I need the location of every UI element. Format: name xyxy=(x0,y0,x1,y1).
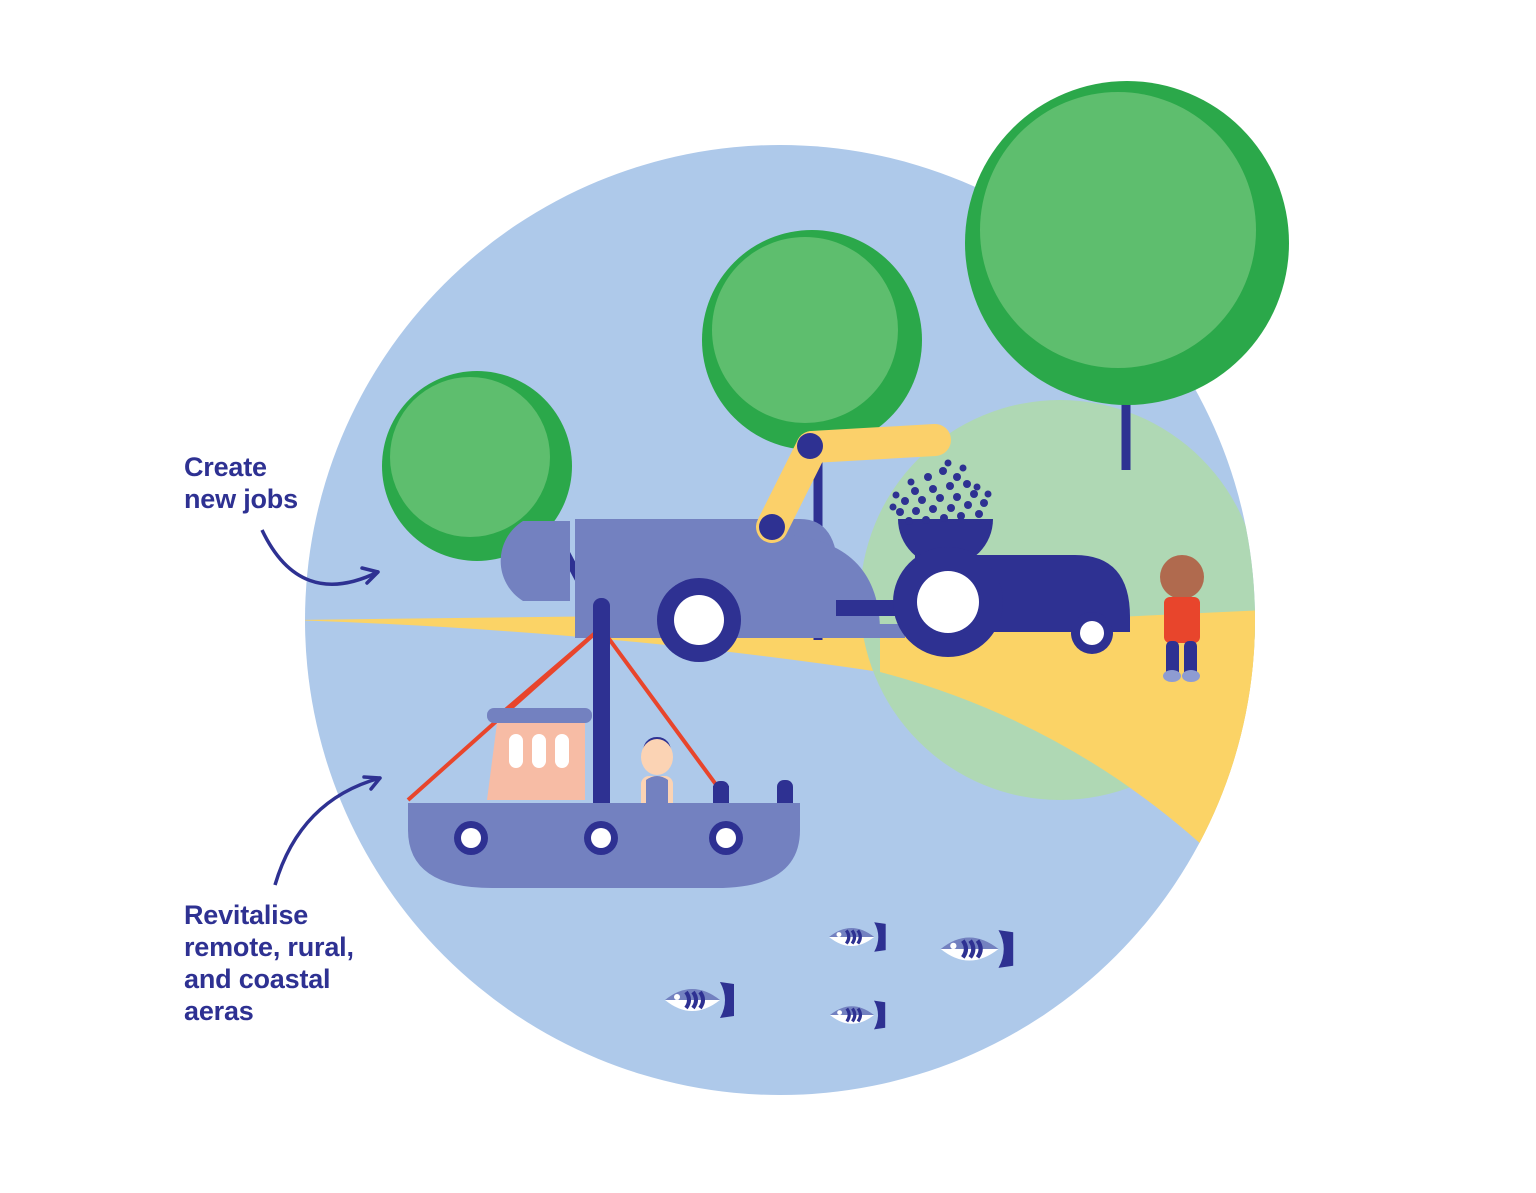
tree-crown-inner xyxy=(712,237,898,423)
boat-porthole-1-glass xyxy=(461,828,481,848)
fish-gill-3 xyxy=(698,990,705,1010)
tree-small-left xyxy=(382,371,572,561)
callout-arrow-jobs xyxy=(260,529,380,586)
tractor-axle-bar xyxy=(836,600,906,616)
fish-gill-2 xyxy=(968,939,976,959)
crane-arm-yellow xyxy=(756,424,951,543)
fish-gill-2 xyxy=(851,1007,857,1023)
arrow-head-jobs xyxy=(360,566,380,585)
person-shirt xyxy=(1164,597,1200,643)
fish-gill-1 xyxy=(845,1007,851,1023)
standing-person xyxy=(1160,555,1204,682)
boat-porthole-2-glass xyxy=(591,828,611,848)
fishing-boat xyxy=(406,598,800,888)
tractor-navy xyxy=(836,459,1130,657)
fish-eye xyxy=(836,932,842,937)
tree-medium-center xyxy=(702,230,922,450)
fish-tail xyxy=(874,922,886,952)
truck-chassis xyxy=(575,624,905,638)
fish-gill-3 xyxy=(856,929,862,945)
boat-rigging-right xyxy=(599,626,722,792)
fish-1 xyxy=(665,982,734,1018)
callout-create-new-jobs: Create new jobs xyxy=(184,452,298,514)
fish-gill-2 xyxy=(850,929,857,945)
arrow-head-revitalise xyxy=(362,775,382,791)
arrow-curve-jobs xyxy=(260,529,379,586)
fish-tail xyxy=(874,1000,886,1030)
person-leg-left xyxy=(1166,641,1179,677)
sand-shore-front xyxy=(880,608,1255,1000)
truck-nose xyxy=(500,521,570,601)
fish-eye xyxy=(674,994,680,1000)
crane-joint-upper xyxy=(797,433,823,459)
person-shoe-left xyxy=(1163,670,1181,682)
person-head xyxy=(1160,555,1204,599)
fish-gill-1 xyxy=(684,990,691,1010)
boat-cabin-roof xyxy=(487,708,592,723)
fish-eye xyxy=(950,942,957,949)
fish-gill-1 xyxy=(844,929,851,945)
crane-upper-arm xyxy=(796,424,951,463)
crew-head xyxy=(641,739,673,775)
fish-gill-2 xyxy=(691,990,698,1010)
truck-body xyxy=(575,519,838,632)
boat-rigging-center xyxy=(501,626,603,714)
person-leg-right xyxy=(1184,641,1197,677)
boat-porthole-3-glass xyxy=(716,828,736,848)
fish-gill-3 xyxy=(975,939,983,959)
boat-window-2 xyxy=(532,734,546,768)
callout-revitalise-areas: Revitalise remote, rural, and coastal ae… xyxy=(184,900,354,1026)
fish-tail xyxy=(998,930,1014,968)
fish-gill-1 xyxy=(961,939,969,959)
boat-window-3 xyxy=(555,734,569,768)
fish-3 xyxy=(830,1000,886,1030)
scattered-seeds xyxy=(889,459,992,525)
fish-4 xyxy=(940,930,1014,968)
boat-window-1 xyxy=(509,734,523,768)
tractor-wheel-rear-hub xyxy=(1080,621,1104,645)
tree-crown-inner xyxy=(980,92,1256,368)
fish-eye xyxy=(837,1010,842,1015)
fish-gill-3 xyxy=(856,1007,862,1023)
boat-main-mast xyxy=(593,598,610,813)
fish-tail-fill xyxy=(720,982,734,1018)
crane-joint-lower xyxy=(759,514,785,540)
arrow-curve-revitalise xyxy=(273,776,381,886)
tractor-wheel-front-hub xyxy=(917,571,979,633)
truck-wheel-hub xyxy=(674,595,724,645)
tree-large-right xyxy=(965,81,1289,405)
fish-2 xyxy=(829,922,886,952)
person-shoe-right xyxy=(1182,670,1200,682)
tree-crown-inner xyxy=(390,377,550,537)
callout-arrow-revitalise xyxy=(273,775,382,886)
